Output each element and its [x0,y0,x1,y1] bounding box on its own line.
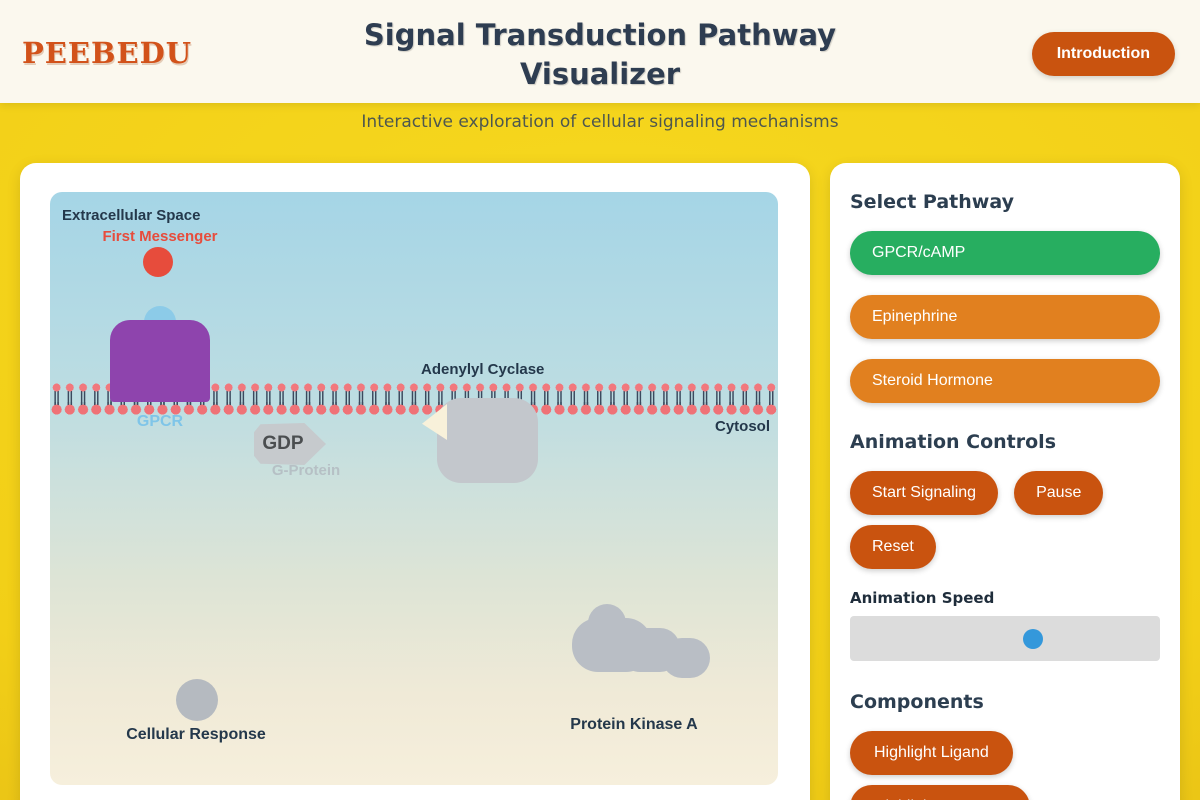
highlight-ligand-button[interactable]: Highlight Ligand [850,731,1013,775]
diagram-card: Extracellular Space First Messenger GPCR… [20,163,810,800]
components-section: Components Highlight Ligand Highlight Re… [850,691,1160,800]
pka-subunit [662,638,710,678]
start-signaling-button[interactable]: Start Signaling [850,471,999,515]
ligand-molecule [143,247,173,277]
pause-button[interactable]: Pause [1014,471,1104,515]
cellular-response-molecule [176,679,218,721]
highlight-receptor-button[interactable]: Highlight Receptor [850,785,1030,800]
gdp-label: GDP [262,433,304,454]
slider-thumb[interactable] [1022,628,1043,649]
protein-kinase-a-complex [570,602,715,682]
adenylyl-cyclase-label: Adenylyl Cyclase [421,361,545,378]
cell-membrane-inner-leaflet [50,402,778,415]
animation-controls-row: Start Signaling Pause [850,471,1160,515]
subtitle: Interactive exploration of cellular sign… [361,112,839,132]
cellular-response-label: Cellular Response [126,726,266,743]
pathway-button-gpcr-camp[interactable]: GPCR/cAMP [850,231,1160,275]
gpcr-receptor [110,320,210,402]
animation-controls-heading: Animation Controls [850,431,1057,453]
protein-kinase-a-label: Protein Kinase A [570,716,698,733]
gpcr-label: GPCR [136,413,184,430]
pathway-button-steroid-hormone[interactable]: Steroid Hormone [850,359,1160,403]
pathway-button-epinephrine[interactable]: Epinephrine [850,295,1160,339]
animation-speed-slider[interactable] [850,616,1160,661]
adenylyl-cyclase-enzyme [437,398,538,483]
first-messenger-label: First Messenger [102,228,218,245]
gdp-molecule: GDP [254,423,326,465]
page-title-line1: Signal Transduction Pathway [363,18,837,52]
reset-button[interactable]: Reset [850,525,936,569]
introduction-button[interactable]: Introduction [1031,32,1175,76]
animation-speed-label: Animation Speed [850,589,995,607]
logo: PEEBEDU [22,36,193,70]
components-heading: Components [850,691,984,713]
extracellular-space-label: Extracellular Space [62,207,201,224]
select-pathway-heading: Select Pathway [850,191,1014,213]
g-protein-label: G-Protein [271,462,341,479]
pathway-diagram: Extracellular Space First Messenger GPCR… [50,192,778,785]
cytosol-label: Cytosol [714,418,770,435]
page-title-line2: Visualizer [519,56,681,91]
sidebar: Select Pathway GPCR/cAMP Epinephrine Ste… [830,163,1180,800]
animation-controls-row2: Reset [850,525,1160,569]
